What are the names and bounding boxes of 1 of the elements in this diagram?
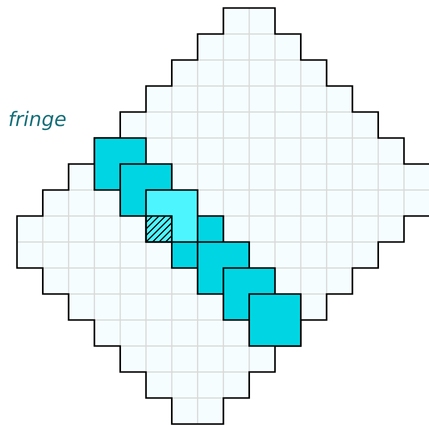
annotation-text: fringe xyxy=(10,110,66,130)
